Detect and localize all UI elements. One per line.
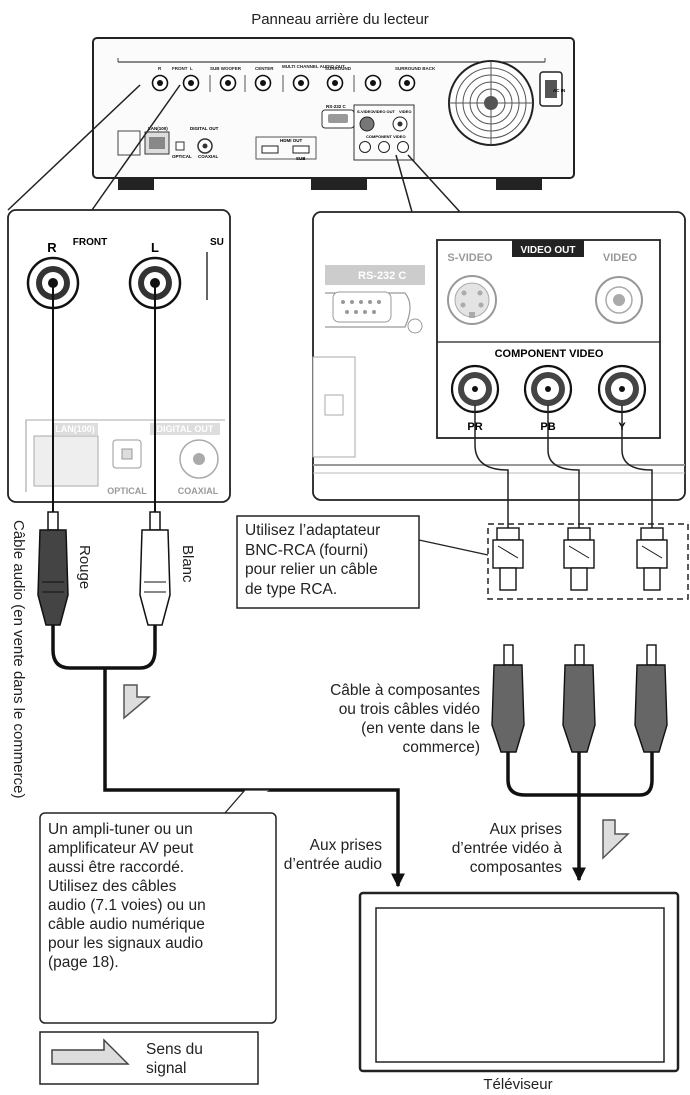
- amp-note: Un ampli-tuner ou un amplificateur AV pe…: [48, 820, 206, 972]
- zoom-digital-section: [25, 419, 225, 492]
- panel-ac-inlet: AC IN: [539, 71, 565, 107]
- panel-video-label: VIDEO: [399, 109, 411, 114]
- amp-note-line-2: amplificateur AV peut: [48, 840, 194, 857]
- adapter-note-line-4: de type RCA.: [245, 580, 338, 598]
- panel-rs232-label: RS-232 C: [326, 104, 347, 109]
- panel-acin-label: AC IN: [553, 88, 565, 93]
- component-cable-note: Câble à composantes ou trois câbles vidé…: [330, 681, 480, 757]
- video-input-line-3: composantes: [469, 859, 562, 876]
- signal-legend-line-2: signal: [146, 1060, 187, 1077]
- zoom-rs232: [312, 265, 685, 474]
- panel-center-label: CENTER: [255, 66, 274, 71]
- panel-hdmi-sub-label: SUB: [296, 156, 306, 161]
- panel-coaxial-label: COAXIAL: [198, 154, 219, 159]
- panel-digital-label: DIGITAL OUT: [190, 126, 219, 131]
- audio-input-note: Aux prises d’entrée audio: [284, 836, 382, 874]
- panel-lan-digital: LAN(100) DIGITAL OUT OPTICAL COAXIAL: [117, 126, 219, 159]
- panel-video-block: S-VIDEO VIDEO OUT VIDEO COMPONENT VIDEO: [353, 104, 415, 161]
- signal-arrow-icon: [51, 1038, 130, 1065]
- panel-r-label: R: [158, 66, 162, 71]
- panel-component-label: COMPONENT VIDEO: [366, 134, 406, 139]
- video-zoom-box: RS-232 C VIDEO OUT S-VIDEO VIDEO COMPONE…: [312, 211, 686, 501]
- amp-note-line-6: câble audio numérique: [48, 916, 205, 933]
- component-cable-line-2: ou trois câbles vidéo: [338, 701, 480, 718]
- zoom-lines: [7, 84, 461, 213]
- zoom-rs232-label: RS-232 C: [358, 270, 406, 282]
- audio-input-line-1: Aux prises: [309, 837, 382, 854]
- audio-cables: [37, 283, 405, 888]
- panel-hdmi: HDMI OUT SUB: [255, 136, 317, 161]
- zoom-front-label: FRONT: [73, 237, 107, 248]
- adapter-note: Utilisez l’adaptateur BNC-RCA (fourni) p…: [245, 521, 380, 599]
- amp-note-line-1: Un ampli-tuner ou un: [48, 821, 193, 838]
- zoom-video-label: VIDEO: [603, 252, 638, 264]
- zoom-svideo-jack: [447, 275, 497, 325]
- adapter-note-line-2: BNC-RCA (fourni): [245, 541, 369, 559]
- zoom-su-label: SU: [210, 237, 224, 248]
- tv: [358, 891, 680, 1073]
- adapter-note-line-3: pour relier un câble: [245, 561, 378, 578]
- panel-front-label: FRONT: [172, 66, 188, 71]
- player-rear-panel: FRONT SUB WOOFER CENTER MULTI CHANNEL AU…: [92, 37, 575, 190]
- zoom-svideo-label: S-VIDEO: [447, 252, 493, 264]
- blanc-label: Blanc: [179, 545, 196, 583]
- audio-cable-label: Câble audio (en vente dans le commerce): [10, 520, 27, 798]
- zoom-videoout-label: VIDEO OUT: [520, 245, 575, 256]
- amp-note-line-5: audio (7.1 voies) ou un: [48, 897, 206, 914]
- rouge-label: Rouge: [76, 545, 93, 589]
- zoom-component-label: COMPONENT VIDEO: [495, 348, 604, 360]
- panel-hdmi-label: HDMI OUT: [280, 138, 302, 143]
- video-input-note: Aux prises d’entrée vidéo à composantes: [452, 820, 562, 877]
- amp-note-line-3: aussi être raccordé.: [48, 859, 185, 876]
- panel-optical-label: OPTICAL: [172, 154, 192, 159]
- amp-note-line-8: (page 18).: [48, 954, 119, 971]
- zoom-lan-label: LAN(100): [55, 424, 95, 434]
- video-input-line-1: Aux prises: [489, 821, 562, 838]
- amp-note-line-7: pour les signaux audio: [48, 935, 204, 952]
- adapter-note-box: [236, 515, 420, 609]
- panel-l-label: L: [190, 66, 193, 71]
- amp-note-box: [39, 812, 277, 1024]
- panel-sub-label: SUB WOOFER: [210, 66, 242, 71]
- component-cable-line-1: Câble à composantes: [330, 682, 480, 699]
- panel-surround-label: SURROUND: [325, 66, 352, 71]
- component-cable-line-4: commerce): [402, 739, 480, 756]
- component-cable-line-3: (en vente dans le: [361, 720, 480, 737]
- zoom-digital-label: DIGITAL OUT: [157, 424, 214, 434]
- tv-label: Téléviseur: [483, 1076, 552, 1093]
- signal-legend: [39, 1031, 259, 1085]
- panel-svideo-label: S-VIDEO: [357, 109, 373, 114]
- signal-arrow-audio: [123, 684, 152, 720]
- zoom-l-label: L: [151, 240, 159, 255]
- video-input-line-2: d’entrée vidéo à: [451, 840, 562, 857]
- audio-input-line-2: d’entrée audio: [283, 856, 382, 873]
- panel-audio-jacks: [151, 74, 416, 92]
- signal-legend-line-1: Sens du: [146, 1041, 203, 1058]
- amp-note-line-4: Utilisez des câbles: [48, 878, 177, 895]
- panel-lan-label: LAN(100): [148, 126, 168, 131]
- signal-legend-text: Sens du signal: [146, 1040, 203, 1078]
- signal-arrow-video: [602, 819, 630, 860]
- panel-multi-label: MULTI CHANNEL AUDIO OUT: [282, 64, 345, 69]
- audio-zoom-box: FRONT R L SU LAN(100): [7, 209, 231, 503]
- zoom-r-label: R: [47, 240, 57, 255]
- adapter-note-line-1: Utilisez l’adaptateur: [245, 522, 381, 539]
- zoom-coaxial-label: COAXIAL: [178, 486, 219, 496]
- diagram-title: Panneau arrière du lecteur: [251, 11, 429, 28]
- component-cables: [474, 405, 689, 882]
- panel-videoout-label: VIDEO OUT: [373, 109, 396, 114]
- panel-surround-back-label: SURROUND BACK: [395, 66, 436, 71]
- zoom-video-jack: [595, 276, 643, 324]
- zoom-optical-label: OPTICAL: [107, 486, 147, 496]
- panel-fan: [448, 60, 534, 146]
